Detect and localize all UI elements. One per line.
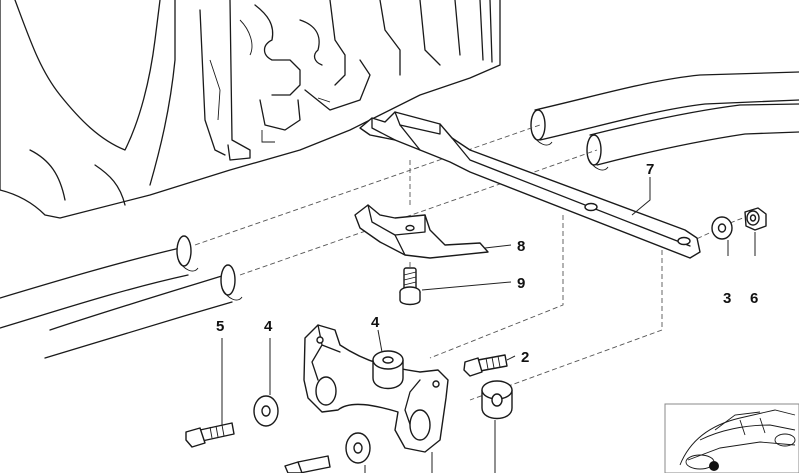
callout-6: 6	[750, 290, 758, 307]
callout-2: 2	[521, 349, 529, 366]
bolt-5	[185, 422, 235, 448]
callout-5: 5	[216, 318, 224, 335]
bushing-upper	[372, 350, 404, 390]
bolt-2	[463, 354, 508, 377]
callout-7: 7	[646, 161, 654, 178]
leader-lines	[221, 177, 756, 473]
nut-6	[744, 207, 767, 231]
bolt-9	[399, 267, 421, 306]
bushing-right	[481, 380, 513, 420]
callout-8: 8	[517, 238, 525, 255]
exhaust-pipes-rear	[530, 71, 799, 171]
car-location-thumbnail	[664, 403, 799, 473]
location-dot-icon	[709, 461, 719, 471]
washer-4-left	[253, 395, 279, 427]
transmission-housing	[0, 0, 501, 219]
exhaust-pipes-front	[0, 235, 243, 359]
callout-9: 9	[517, 275, 525, 292]
washer-lower	[345, 432, 371, 464]
clamp-bracket	[354, 204, 489, 259]
bolt-lower	[284, 455, 331, 473]
callout-4-right: 4	[371, 314, 380, 331]
bracket-arm	[359, 111, 701, 259]
callout-4-left: 4	[264, 318, 273, 335]
alignment-lines	[194, 124, 749, 401]
mounting-plate	[303, 324, 449, 453]
callouts: 7 8 9 3 6 2 5 4 4	[216, 161, 758, 366]
washer-3	[711, 216, 733, 240]
callout-3: 3	[723, 290, 731, 307]
